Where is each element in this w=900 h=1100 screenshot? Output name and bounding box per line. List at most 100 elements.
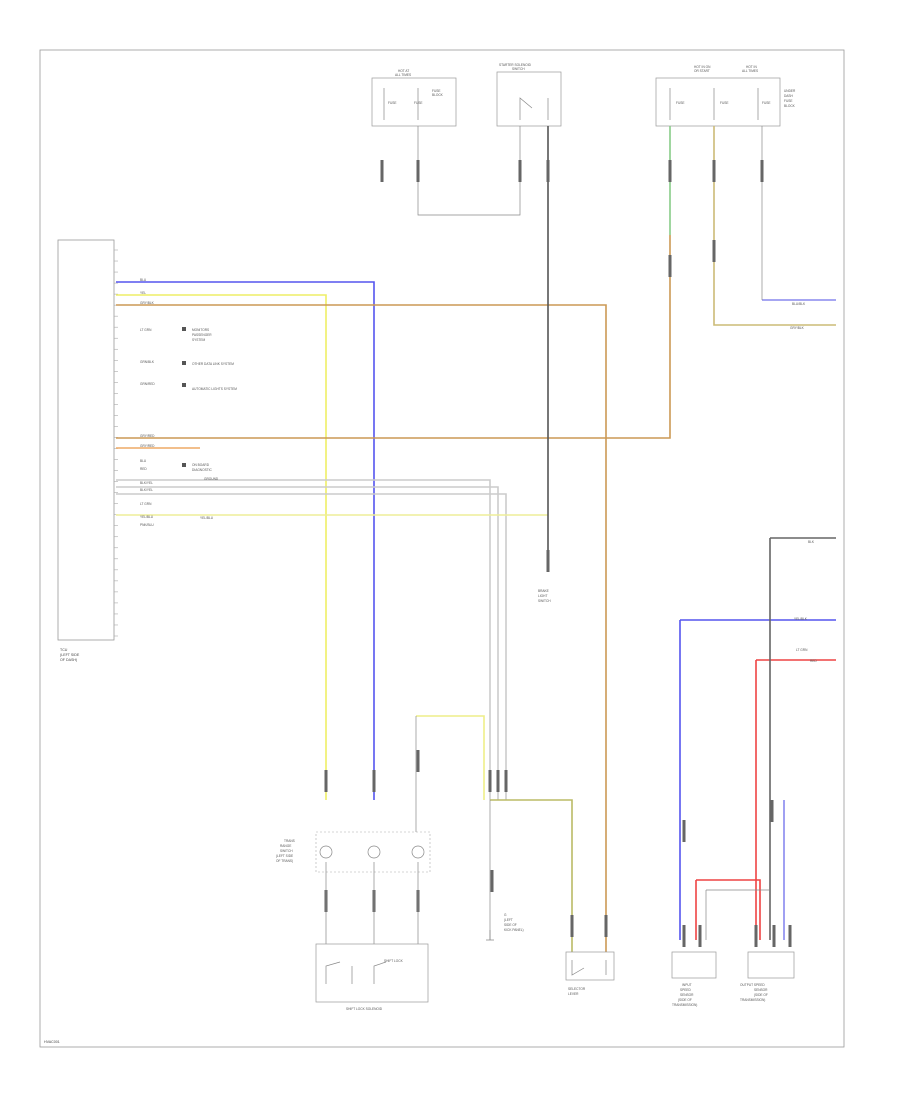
trans-range-1: TRANS (284, 839, 295, 843)
fuse-right-b: FUSE (720, 101, 729, 105)
right-wire-3: BLK (808, 540, 815, 544)
note-4b: DIAGNOSTIC (192, 468, 213, 472)
starter-solenoid-switch: STARTER SOLENOID SWITCH (496, 63, 562, 127)
brake-switch-3: SWITCH (538, 599, 551, 603)
ground-3: SIDE OF (504, 923, 517, 927)
starter-switch-box (496, 71, 562, 127)
shift-lock-solenoid: SHIFT LOCK SHIFT LOCK SOLENOID (315, 943, 429, 1011)
trans-range-4: (LEFT SIDE (276, 854, 293, 858)
diagram-frame (39, 49, 845, 1048)
wire-connector (324, 770, 328, 792)
fuse-left-title-2: ALL TIMES (395, 73, 411, 77)
footer-code: HVAC001 (44, 1040, 60, 1044)
fuse-right-a: FUSE (676, 101, 685, 105)
ground-1: G (504, 913, 507, 917)
note-5: GROUND (204, 477, 219, 481)
fuse-left-box-1: FUSE (432, 89, 441, 93)
pin-label-10: RED (140, 467, 147, 471)
pin-label-9: BLU (140, 459, 147, 463)
pin-label-13: LT GRN (140, 502, 152, 506)
wire-connector (380, 160, 384, 182)
wire-connector (682, 820, 686, 842)
fuse-right-title2-1: HOT IN (746, 65, 757, 69)
trans-range-2: RANGE (280, 844, 291, 848)
wire-connector (416, 750, 420, 772)
fuse-right-box-1: UNDER (784, 89, 796, 93)
pin-label-8: GRY/RED (140, 444, 155, 448)
fuse-right-title2-2: ALL TIMES (742, 69, 758, 73)
pin-label-15: PNK/BLU (140, 523, 154, 527)
wire-connector (546, 160, 550, 182)
input-speed-1: INPUT (682, 983, 692, 987)
note-1c: SYSTEM (192, 338, 205, 342)
wire-connector (668, 255, 672, 277)
wire-connector (372, 770, 376, 792)
fuse-right-box-4: BLOCK (784, 104, 796, 108)
right-wire-labels: BLU/BLK GRY/BLK BLK YEL/BLK LT GRN RED (790, 302, 817, 663)
note-4a: ON BOARD (192, 463, 210, 467)
brake-switch-2: LIGHT (538, 594, 547, 598)
wire-connector (518, 160, 522, 182)
brake-light-switch: BRAKE LIGHT SWITCH (538, 589, 551, 603)
input-speed-3: SENSOR (680, 993, 694, 997)
fuse-block-left-box (371, 77, 457, 127)
note-1a: MONITORS (192, 328, 209, 332)
fuse-right-title-1: HOT IN ON (694, 65, 711, 69)
fuse-right-box-3: FUSE (784, 99, 793, 103)
note-2: OTHER DATA LINK SYSTEM (192, 362, 234, 366)
wire-connector (772, 925, 776, 947)
pin-label-11: BLK/YEL (140, 481, 153, 485)
pin-label-5: GRN/BLK (140, 360, 155, 364)
wire-connector (698, 925, 702, 947)
wire-connector (682, 925, 686, 947)
tcu-label-1: TCU (60, 648, 68, 652)
right-wire-4: YEL/BLK (794, 617, 808, 621)
pin-label-2: YEL (140, 291, 146, 295)
tcu-label-2: (LEFT SIDE (60, 653, 80, 657)
fuse-right-box-2: DASH (784, 94, 794, 98)
wire-connector (496, 770, 500, 792)
starter-switch-title-2: SWITCH (512, 67, 525, 71)
selector-2: LEVER (568, 992, 579, 996)
pin-label-14: YEL/BLU (140, 515, 154, 519)
ground-2: (LEFT (504, 918, 513, 922)
output-speed-sensor: OUTPUT SPEED SENSOR (SIDE OF TRANSMISSIO… (740, 951, 795, 1002)
wire-connector (416, 160, 420, 182)
ground-4: KICK PANEL) (504, 928, 524, 932)
wire-connector (788, 925, 792, 947)
side-notes: MONITORS PASSENGER SYSTEM OTHER DATA LIN… (182, 327, 237, 520)
shift-lock-title: SHIFT LOCK SOLENOID (346, 1007, 383, 1011)
tcu-pin-ticks (114, 249, 118, 637)
note-1b: PASSENGER (192, 333, 212, 337)
wire-connectors (324, 160, 792, 947)
output-speed-1: OUTPUT SPEED (740, 983, 765, 987)
wire-connector (490, 870, 494, 892)
pin-labels: BLU YEL GRY/BLK LT GRN GRN/BLK GRN/RED G… (140, 278, 155, 527)
fuse-block-right-box (655, 77, 781, 127)
input-speed-sensor: INPUT SPEED SENSOR (SIDE OF TRANSMISSION… (671, 951, 717, 1007)
pin-label-12: BLK/YEL (140, 488, 153, 492)
wire-connector (712, 240, 716, 262)
note-3: AUTOMATIC LIGHTS SYSTEM (192, 387, 237, 391)
wire-connector (570, 915, 574, 937)
output-speed-4: TRANSMISSION) (740, 998, 765, 1002)
trans-range-5: OF TRANS) (276, 859, 293, 863)
note-6: YEL/BLU (200, 516, 214, 520)
output-speed-3: (SIDE OF (754, 993, 768, 997)
input-speed-5: TRANSMISSION) (672, 1003, 697, 1007)
fuse-right-c: FUSE (762, 101, 771, 105)
shift-lock-label: SHIFT LOCK (384, 959, 404, 963)
tcu-module: TCU (LEFT SIDE OF DASH) (57, 239, 118, 662)
wire-connector (668, 160, 672, 182)
pin-label-6: GRN/RED (140, 382, 155, 386)
starter-switch-title-1: STARTER SOLENOID (499, 63, 532, 67)
wire-connector (760, 160, 764, 182)
pin-label-4: LT GRN (140, 328, 152, 332)
right-wire-6: RED (810, 659, 817, 663)
wire-connector (712, 160, 716, 182)
pin-label-1: BLU (140, 278, 147, 282)
tcu-box (57, 239, 115, 641)
right-wire-1: BLU/BLK (792, 302, 806, 306)
fuse-block-left: HOT AT ALL TIMES FUSE BLOCK FUSE FUSE (371, 69, 457, 127)
